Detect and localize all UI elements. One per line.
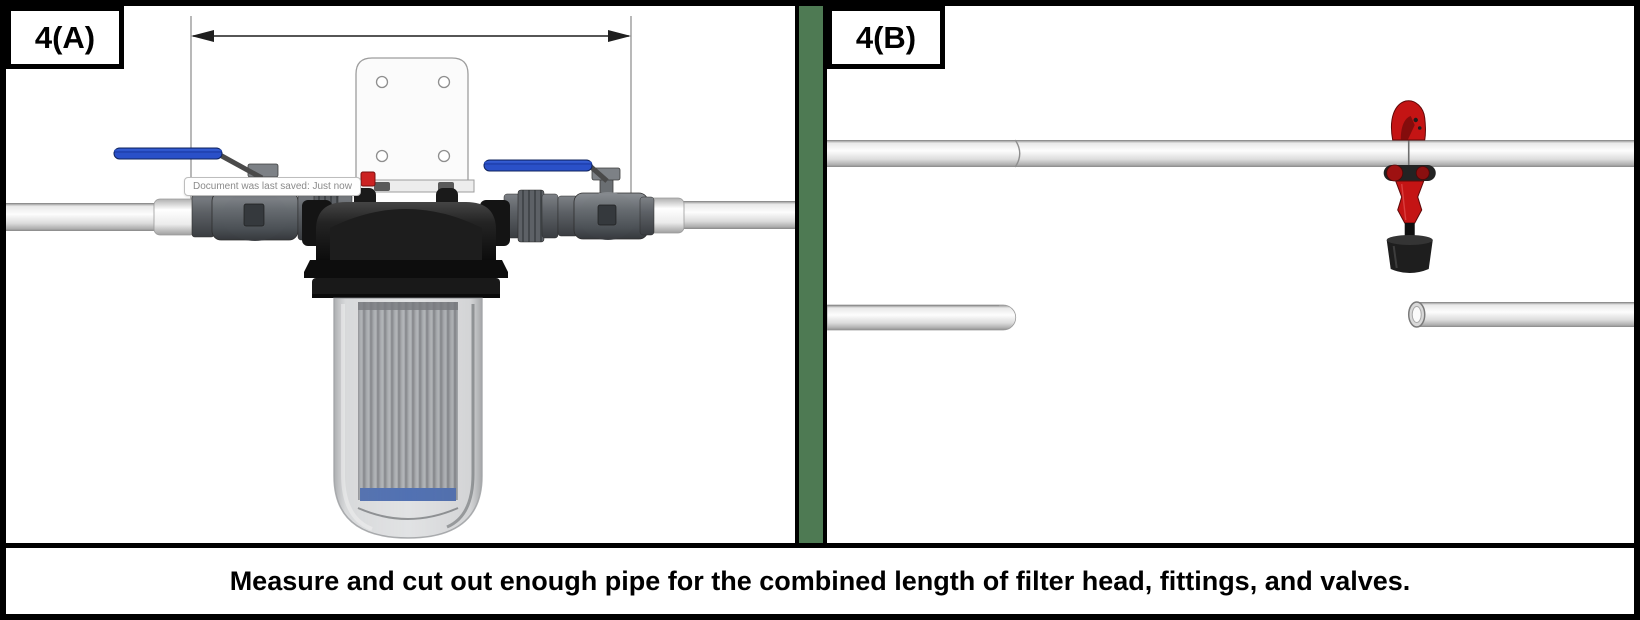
pipe-being-cut <box>827 139 1634 168</box>
pipe-coupling-seam <box>1014 139 1021 168</box>
panel-4a-label-text: 4(A) <box>34 19 96 55</box>
bracket-hole <box>375 75 389 89</box>
bracket-hole <box>437 149 451 163</box>
illustration-4a-filter-assembly <box>6 16 795 539</box>
dimension-arrow-left-icon <box>191 30 214 42</box>
pipe-cutter-icon <box>1383 100 1436 273</box>
panel-4b-label-text: 4(B) <box>855 19 917 55</box>
illustration-4b-pipe-cutting <box>827 100 1634 331</box>
panel-4a: 4(A) Document was last saved: Just now <box>6 6 795 543</box>
pressure-relief-button <box>360 171 376 187</box>
panel-4b-label: 4(B) <box>827 6 945 69</box>
panel-row: 4(A) Document was last saved: Just now <box>6 6 1634 543</box>
panel-4a-label: 4(A) <box>6 6 124 69</box>
cut-pipe-segment-right <box>1407 301 1634 328</box>
bracket-bolt <box>374 182 390 191</box>
ball-valve-left <box>113 147 299 241</box>
bracket-hole <box>437 75 451 89</box>
union-fitting-right <box>503 189 559 243</box>
slip-fitting-left <box>153 198 197 236</box>
panel-divider <box>795 6 827 543</box>
cut-pipe-segment-left <box>827 304 1017 331</box>
autosave-tooltip-text: Document was last saved: Just now <box>193 181 352 192</box>
ball-valve-right <box>483 159 655 240</box>
outlet-pipe <box>678 201 795 229</box>
filter-housing <box>333 297 483 539</box>
inlet-pipe <box>6 203 160 231</box>
cutter-stem <box>1404 223 1415 240</box>
caption-text: Measure and cut out enough pipe for the … <box>229 565 1411 596</box>
autosave-tooltip: Document was last saved: Just now <box>184 177 361 196</box>
panel-4b: 4(B) <box>827 6 1634 543</box>
filter-head <box>302 188 510 298</box>
bracket-hole <box>375 149 389 163</box>
cutter-knob <box>1386 240 1433 273</box>
dimension-arrow-right-icon <box>608 30 631 42</box>
caption-bar: Measure and cut out enough pipe for the … <box>6 543 1634 614</box>
